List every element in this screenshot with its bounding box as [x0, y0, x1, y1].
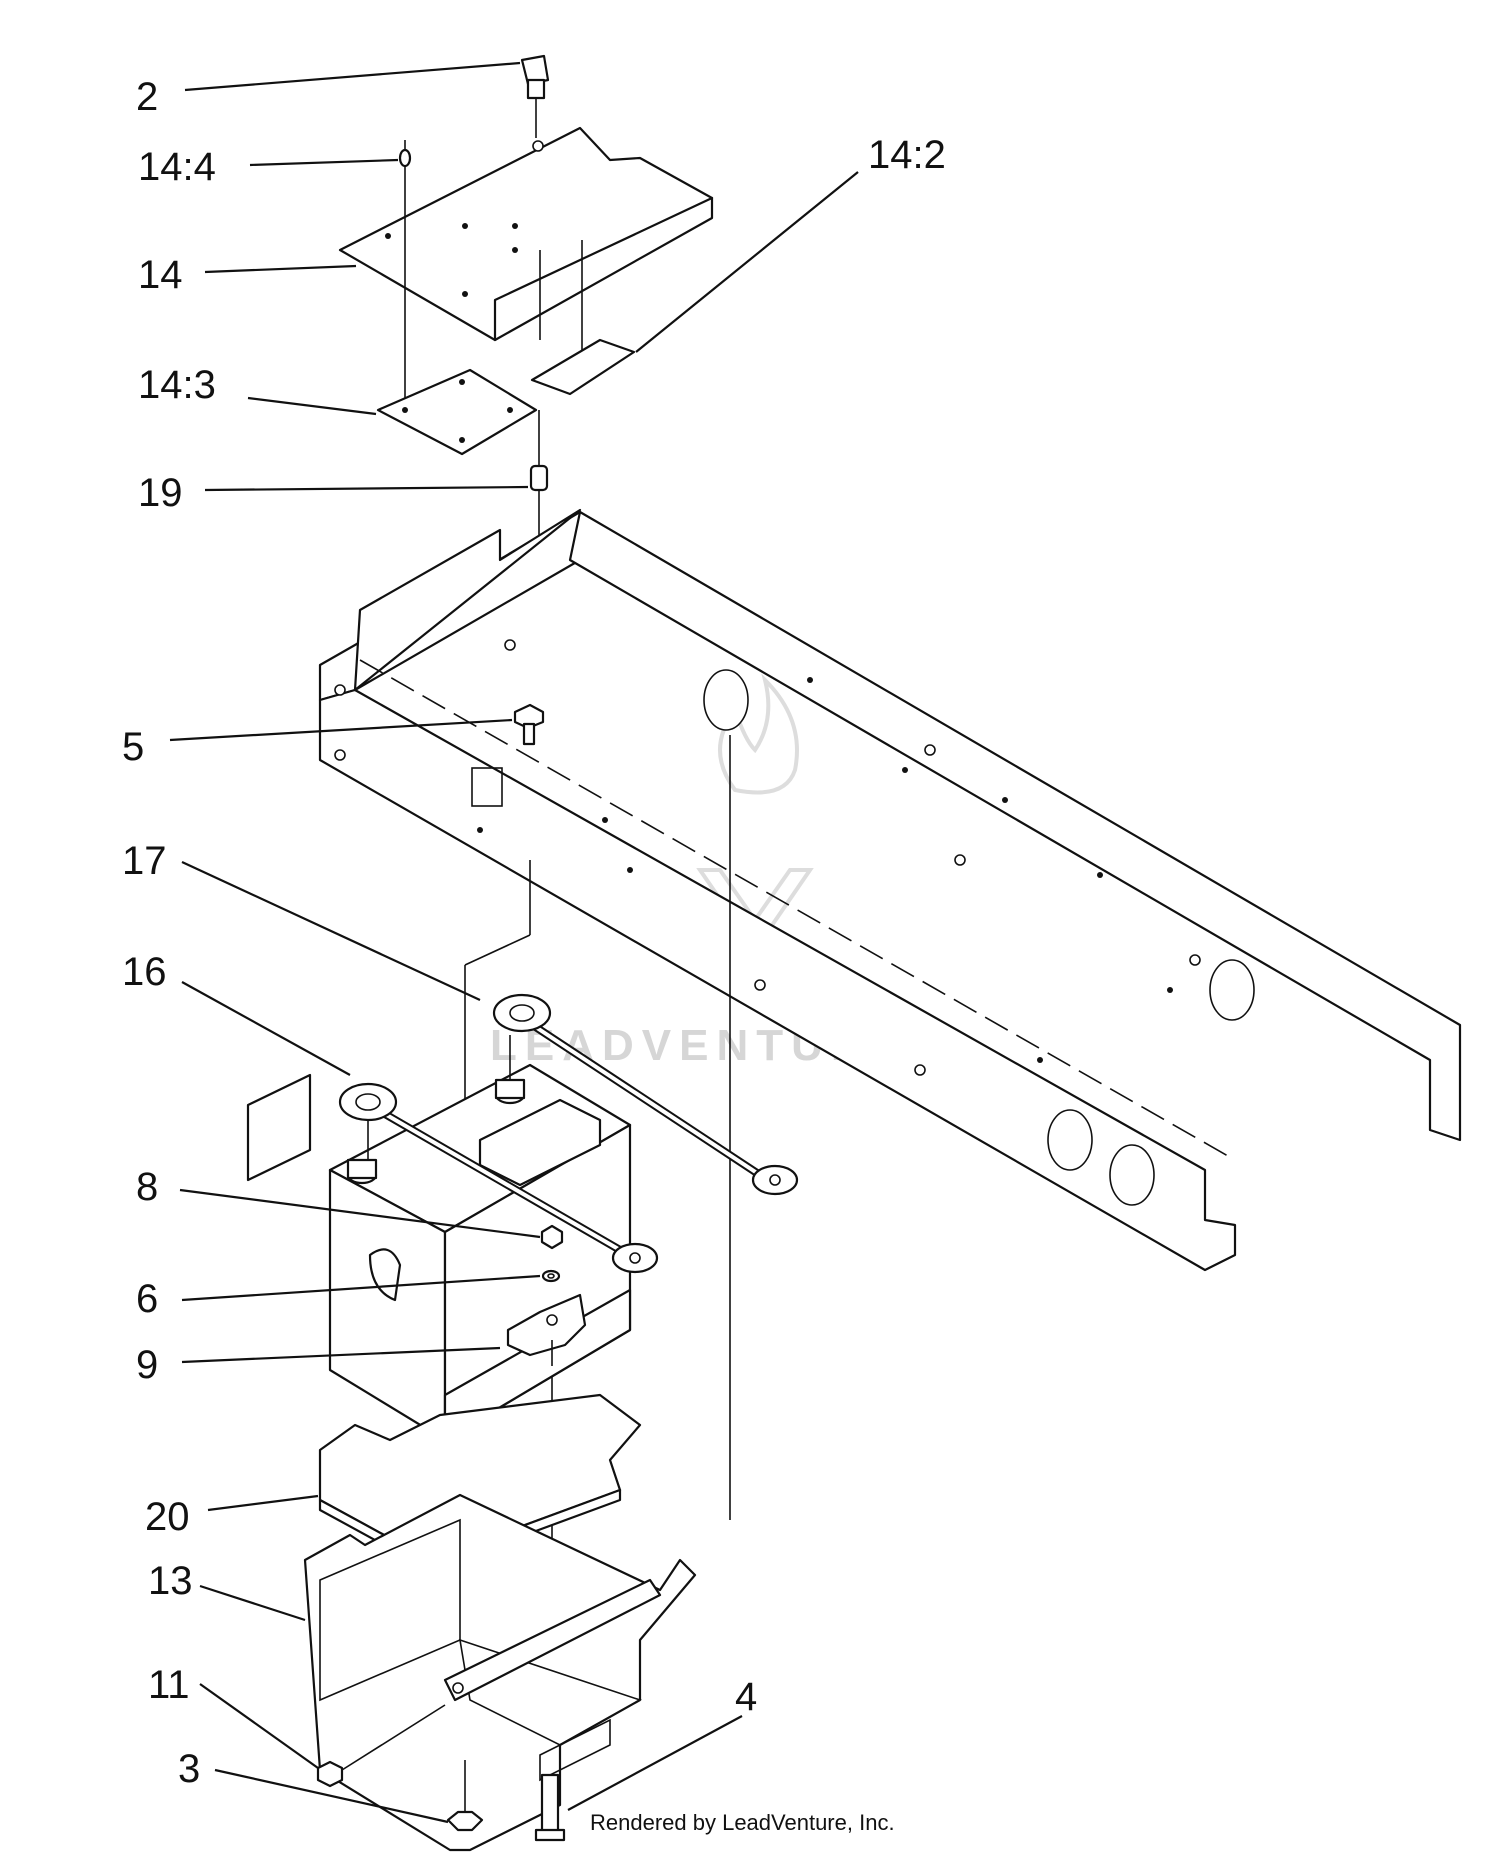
- pad-part: [530, 338, 636, 396]
- washer-part: [541, 1269, 561, 1283]
- callout-2: 2: [136, 75, 158, 119]
- battery-part: [246, 1063, 632, 1442]
- plate-pad-part: [376, 368, 538, 456]
- seat-plate-part: [338, 126, 714, 360]
- callout-20: 20: [145, 1495, 190, 1539]
- leader-lines: [169, 61, 859, 1824]
- frame-bolt-part: [513, 703, 545, 746]
- callout-14-3: 14:3: [138, 363, 216, 407]
- callout-11: 11: [148, 1663, 190, 1707]
- bracket-bolt-part: [316, 1704, 446, 1788]
- callout-4: 4: [735, 1675, 757, 1719]
- bolt-part: [520, 54, 550, 138]
- callout-16: 16: [122, 950, 167, 994]
- callout-19: 19: [138, 471, 183, 515]
- callout-6: 6: [136, 1277, 158, 1321]
- frame-part: [318, 508, 1462, 1272]
- callout-8: 8: [136, 1165, 158, 1209]
- nut-part: [540, 1224, 564, 1250]
- render-credit: Rendered by LeadVenture, Inc.: [590, 1810, 895, 1835]
- callout-5: 5: [122, 725, 144, 769]
- callout-17: 17: [122, 839, 167, 883]
- callout-14-2: 14:2: [868, 133, 946, 177]
- callout-13: 13: [148, 1559, 193, 1603]
- callout-9: 9: [136, 1343, 158, 1387]
- callout-3: 3: [178, 1747, 200, 1791]
- bracket-nut-part: [446, 1760, 484, 1832]
- negative-cable-part: [338, 1082, 659, 1274]
- callout-14: 14: [138, 253, 183, 297]
- post-bolt-part: [534, 1773, 566, 1842]
- callout-labels: 2 14:4 14:2 14 14:3 19 5 17 16 8 6 9 20 …: [122, 75, 946, 1791]
- battery-bracket-part: [303, 1493, 697, 1852]
- callout-14-4: 14:4: [138, 145, 216, 189]
- pin-part: [398, 140, 412, 408]
- positive-cable-part: [492, 993, 799, 1196]
